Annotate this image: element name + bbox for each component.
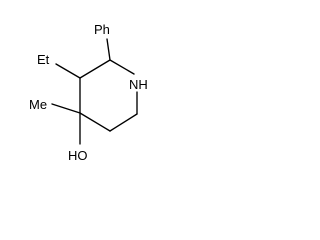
substituent-bonds: [51, 38, 111, 145]
hydroxyl-label: HO: [68, 148, 88, 163]
bond-c4-c5: [79, 112, 111, 132]
piperidine-ring: [79, 59, 138, 132]
bond-c2-c3: [79, 59, 111, 79]
bond-c4-methyl: [51, 103, 81, 114]
ethyl-label: Et: [37, 52, 50, 67]
chemical-structure-diagram: Ph Et NH Me HO: [29, 22, 148, 163]
bond-n1-c2: [109, 59, 135, 75]
bond-c3-ethyl: [55, 63, 81, 79]
methyl-label: Me: [29, 97, 47, 112]
nitrogen-label: NH: [129, 77, 148, 92]
bond-c2-phenyl: [106, 38, 111, 61]
phenyl-label: Ph: [94, 22, 110, 37]
bond-c5-c6: [109, 113, 138, 132]
